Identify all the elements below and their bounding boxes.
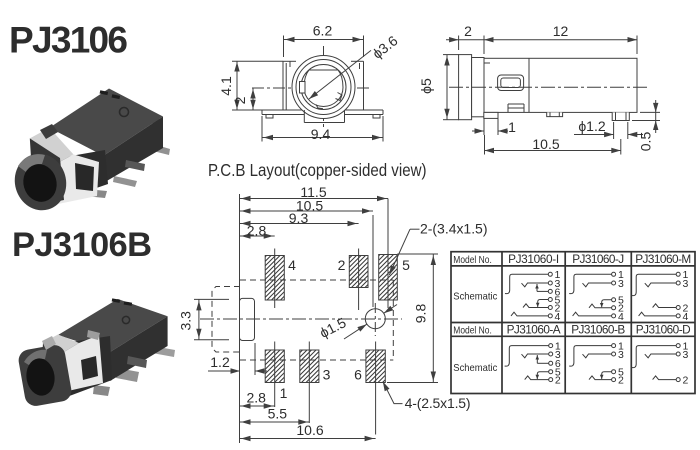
svg-text:2: 2 xyxy=(683,375,689,387)
svg-text:1.2: 1.2 xyxy=(210,354,230,370)
svg-text:2: 2 xyxy=(555,302,561,314)
svg-text:1: 1 xyxy=(555,269,561,281)
svg-text:1: 1 xyxy=(683,341,689,353)
svg-text:Schematic: Schematic xyxy=(453,292,497,303)
svg-text:10.5: 10.5 xyxy=(296,198,323,214)
svg-text:6: 6 xyxy=(555,358,561,370)
svg-text:PJ31060-J: PJ31060-J xyxy=(572,252,624,266)
svg-text:2: 2 xyxy=(555,375,561,387)
svg-text:9.8: 9.8 xyxy=(413,304,429,324)
svg-text:5: 5 xyxy=(555,294,561,306)
svg-text:1: 1 xyxy=(618,341,624,353)
svg-text:PJ3106B: PJ3106B xyxy=(12,226,152,264)
svg-text:Schematic: Schematic xyxy=(453,363,497,374)
svg-text:6.2: 6.2 xyxy=(313,23,333,39)
svg-text:3.3: 3.3 xyxy=(178,311,194,331)
svg-text:PJ31060-B: PJ31060-B xyxy=(571,323,625,337)
svg-text:4: 4 xyxy=(555,311,561,323)
svg-text:Model No.: Model No. xyxy=(453,255,492,266)
svg-text:9.4: 9.4 xyxy=(311,126,331,142)
svg-text:4: 4 xyxy=(683,311,689,323)
svg-text:5: 5 xyxy=(402,257,410,273)
svg-text:PJ3106: PJ3106 xyxy=(9,20,128,61)
svg-text:2.8: 2.8 xyxy=(246,390,266,406)
svg-text:6: 6 xyxy=(555,286,561,298)
svg-text:2: 2 xyxy=(464,23,472,39)
svg-text:1: 1 xyxy=(508,119,516,135)
svg-text:10.5: 10.5 xyxy=(532,136,559,152)
svg-text:3: 3 xyxy=(555,349,561,361)
svg-text:5.5: 5.5 xyxy=(268,406,288,422)
svg-text:PJ31060-A: PJ31060-A xyxy=(507,323,561,337)
svg-text:1: 1 xyxy=(280,385,288,401)
svg-text:4.1: 4.1 xyxy=(218,76,234,96)
svg-text:1: 1 xyxy=(555,341,561,353)
svg-text:Model No.: Model No. xyxy=(453,326,492,337)
svg-text:PJ31060-M: PJ31060-M xyxy=(635,252,691,266)
svg-text:9.3: 9.3 xyxy=(289,210,309,226)
svg-text:3: 3 xyxy=(683,278,689,290)
svg-text:ϕ5: ϕ5 xyxy=(418,78,434,94)
svg-text:1: 1 xyxy=(618,269,624,281)
svg-text:ϕ1.2: ϕ1.2 xyxy=(578,118,606,134)
svg-text:3: 3 xyxy=(618,349,624,361)
svg-text:4: 4 xyxy=(618,311,624,323)
svg-text:11.5: 11.5 xyxy=(300,184,326,200)
svg-text:2.8: 2.8 xyxy=(247,222,267,238)
svg-text:2: 2 xyxy=(232,96,248,104)
svg-text:PJ31060-D: PJ31060-D xyxy=(636,323,691,337)
svg-text:4-(2.5x1.5): 4-(2.5x1.5) xyxy=(405,395,471,411)
svg-text:5: 5 xyxy=(618,367,624,379)
svg-text:4: 4 xyxy=(288,257,296,273)
svg-text:2: 2 xyxy=(338,257,346,273)
svg-text:12: 12 xyxy=(553,23,569,39)
svg-text:2: 2 xyxy=(683,302,689,314)
svg-text:PJ31060-I: PJ31060-I xyxy=(508,252,559,266)
svg-text:P.C.B Layout(copper-sided view: P.C.B Layout(copper-sided view) xyxy=(208,160,427,180)
svg-text:10.6: 10.6 xyxy=(296,422,323,438)
svg-text:2: 2 xyxy=(618,375,624,387)
svg-text:3: 3 xyxy=(683,349,689,361)
svg-text:0.5: 0.5 xyxy=(638,132,654,152)
svg-text:6: 6 xyxy=(354,367,362,383)
svg-text:1: 1 xyxy=(683,269,689,281)
svg-text:3: 3 xyxy=(323,367,331,383)
svg-text:3: 3 xyxy=(618,278,624,290)
svg-text:5: 5 xyxy=(618,295,624,307)
svg-text:3: 3 xyxy=(555,278,561,290)
svg-text:2: 2 xyxy=(618,303,624,315)
svg-text:2-(3.4x1.5): 2-(3.4x1.5) xyxy=(420,221,488,237)
svg-text:5: 5 xyxy=(555,367,561,379)
